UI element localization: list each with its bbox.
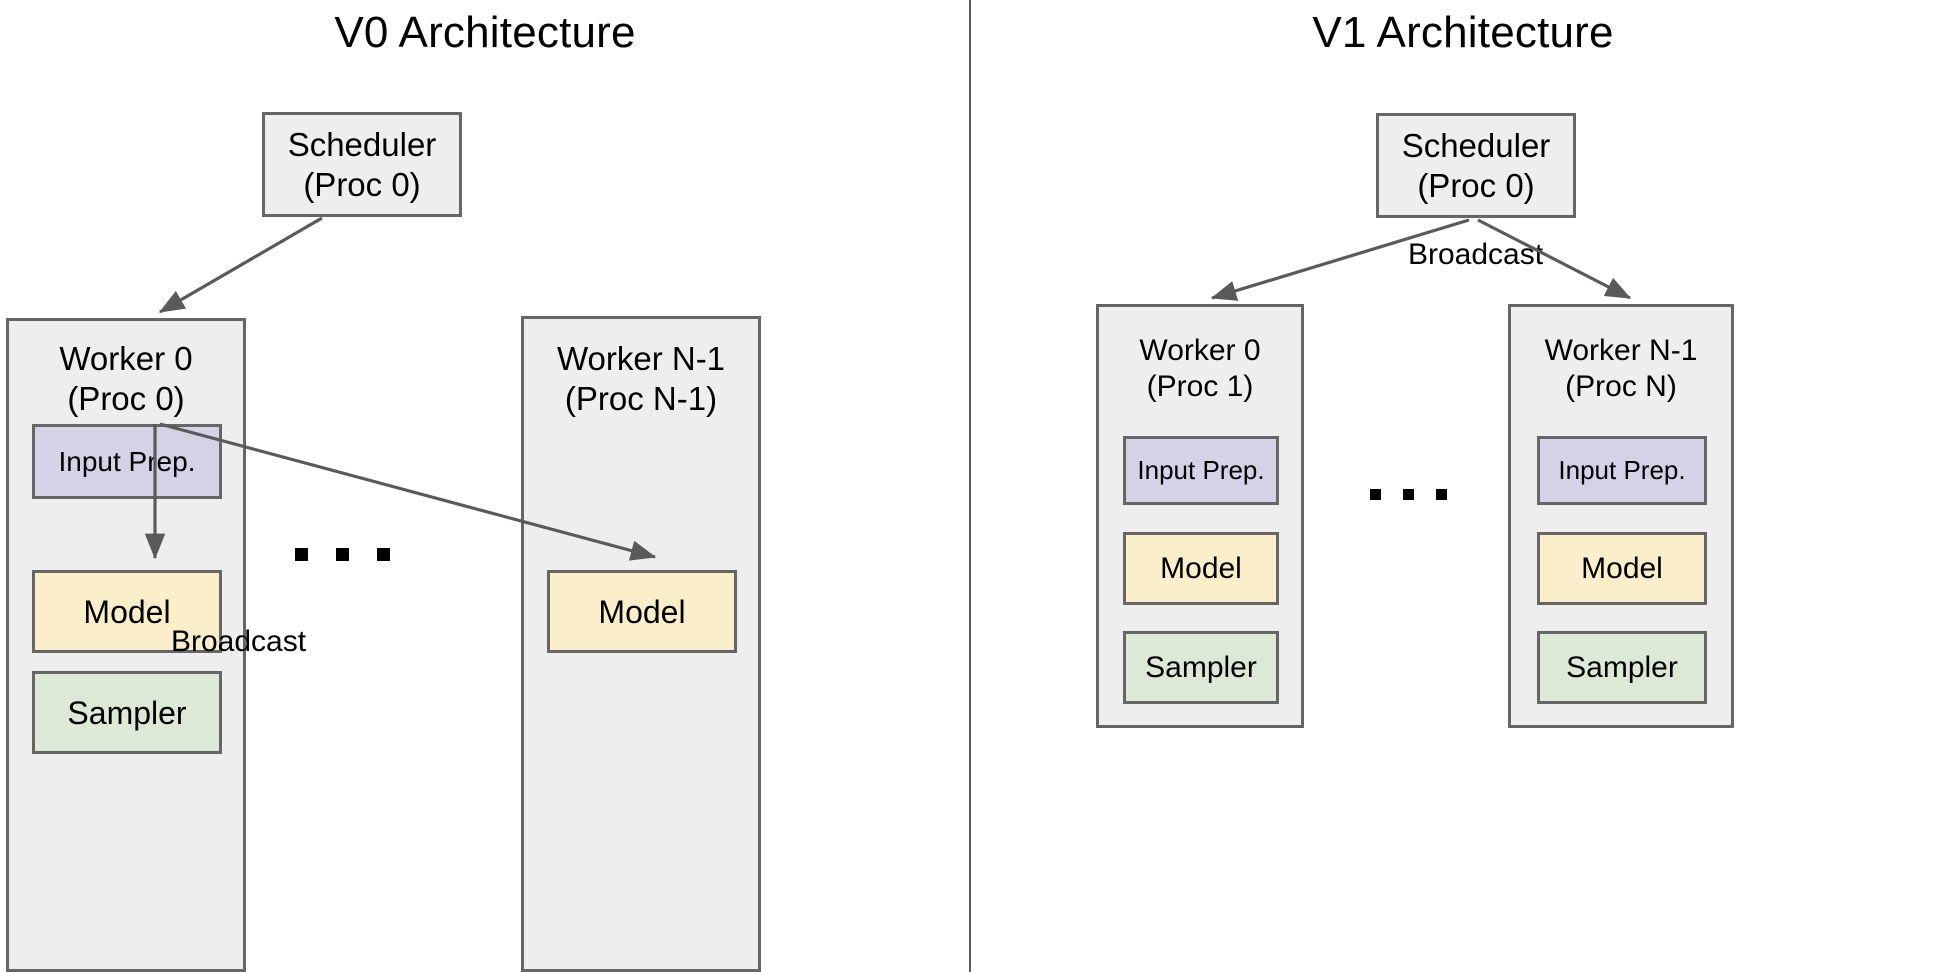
v0-scheduler-box[interactable]: Scheduler (Proc 0) [262,112,462,217]
v1-ellipsis-dot-1 [1370,489,1381,500]
v1-worker-0-model-box[interactable]: Model [1123,532,1279,605]
v0-worker-0-sampler-box[interactable]: Sampler [32,671,222,754]
v0-worker-0-model-label: Model [83,593,171,630]
v0-worker-0-header: Worker 0 (Proc 0) [59,340,193,417]
v1-worker-n-input-prep-label: Input Prep. [1558,455,1686,485]
v0-scheduler-label: Scheduler (Proc 0) [287,125,437,203]
v0-worker-n-model-box[interactable]: Model [547,570,737,653]
v0-ellipsis-dot-2 [336,548,349,561]
v1-worker-n-sampler-box[interactable]: Sampler [1537,631,1707,704]
v1-worker-0-sampler-box[interactable]: Sampler [1123,631,1279,704]
v1-ellipsis-dot-3 [1436,489,1447,500]
v0-worker-0-input-prep-label: Input Prep. [58,446,196,477]
v1-broadcast-label: Broadcast [1408,238,1544,271]
v0-title: V0 Architecture [334,8,636,57]
v1-worker-0-header: Worker 0 (Proc 1) [1139,334,1261,403]
v0-worker-0-input-prep-box[interactable]: Input Prep. [32,424,222,499]
v1-worker-n-sampler-label: Sampler [1566,650,1678,684]
v1-worker-0-box[interactable]: Worker 0 (Proc 1) Input Prep. Model Samp… [1096,304,1304,728]
v1-worker-0-input-prep-box[interactable]: Input Prep. [1123,436,1279,505]
v1-worker-0-input-prep-label: Input Prep. [1137,455,1265,485]
v0-ellipsis [295,548,390,561]
v1-scheduler-label: Scheduler (Proc 0) [1401,126,1551,204]
panel-divider [969,0,971,972]
v1-ellipsis [1370,489,1447,500]
v0-worker-n-box[interactable]: Worker N-1 (Proc N-1) Model [521,316,761,972]
v1-worker-n-model-box[interactable]: Model [1537,532,1707,605]
v0-worker-0-sampler-label: Sampler [67,694,187,731]
v1-worker-0-sampler-label: Sampler [1145,650,1257,684]
v1-worker-n-model-label: Model [1581,551,1663,585]
v0-broadcast-label: Broadcast [171,625,307,658]
v0-arrow-scheduler-to-worker0 [158,216,323,314]
v0-worker-n-model-label: Model [598,593,686,630]
v0-ellipsis-dot-1 [295,548,308,561]
v1-worker-n-header: Worker N-1 (Proc N) [1544,334,1698,403]
v1-worker-n-box[interactable]: Worker N-1 (Proc N) Input Prep. Model Sa… [1508,304,1734,728]
v1-worker-0-model-label: Model [1160,551,1242,585]
panel-v1-architecture: V1 Architecture Scheduler (Proc 0) Worke… [972,0,1954,972]
v0-worker-n-header: Worker N-1 (Proc N-1) [556,340,726,417]
v1-scheduler-box[interactable]: Scheduler (Proc 0) [1376,113,1576,218]
v0-worker-0-model-box[interactable]: Model [32,570,222,653]
panel-v0-architecture: V0 Architecture Scheduler (Proc 0) Worke… [0,0,970,972]
v1-title: V1 Architecture [1312,8,1614,57]
v0-ellipsis-dot-3 [377,548,390,561]
v1-ellipsis-dot-2 [1403,489,1414,500]
v1-worker-n-input-prep-box[interactable]: Input Prep. [1537,436,1707,505]
